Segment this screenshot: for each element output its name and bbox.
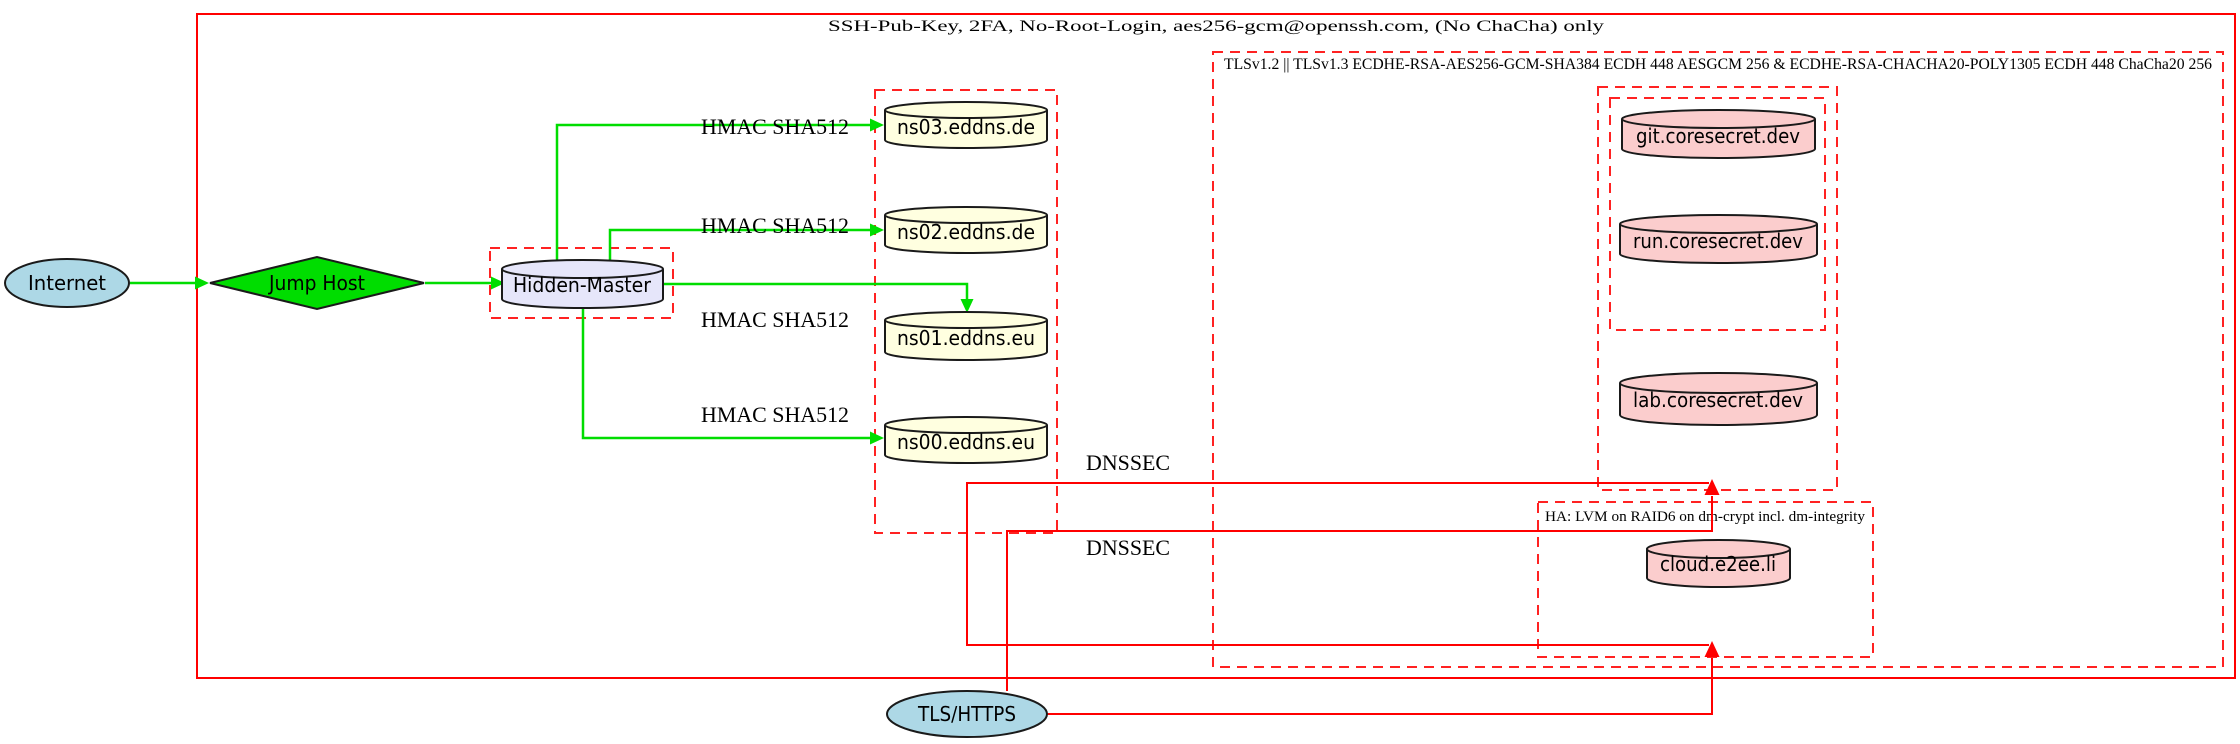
internet-ellipse bbox=[4, 258, 130, 308]
ns00-cylinder bbox=[884, 416, 1048, 464]
edge-label-hmac-3: HMAC SHA512 bbox=[701, 307, 849, 332]
edge-nameservers-to-ha bbox=[966, 533, 1709, 646]
node-lab: lab.coresecret.dev bbox=[1619, 372, 1818, 426]
node-run: run.coresecret.dev bbox=[1619, 214, 1818, 264]
edge-label-hmac-1: HMAC SHA512 bbox=[701, 114, 849, 139]
node-internet: Internet bbox=[4, 258, 130, 308]
node-hidden-master: Hidden-Master bbox=[501, 259, 664, 309]
edge-jumphost-to-hiddenmaster bbox=[425, 276, 505, 290]
edge-label-dnssec-2: DNSSEC bbox=[1086, 535, 1170, 560]
edge-internet-to-jumphost bbox=[130, 276, 209, 290]
node-ns03: ns03.eddns.de bbox=[884, 101, 1048, 149]
node-ns01-label: ns01.eddns.eu bbox=[897, 326, 1035, 350]
node-tls-https: TLS/HTTPS bbox=[886, 690, 1048, 738]
edge-hiddenmaster-to-ns01 bbox=[663, 282, 974, 313]
cloud-cylinder-rim bbox=[1646, 548, 1791, 559]
node-ns00-label: ns00.eddns.eu bbox=[897, 430, 1035, 454]
lab-cylinder-rim bbox=[1619, 382, 1818, 394]
arrowhead-up-icon bbox=[1704, 641, 1720, 657]
arrowhead-right-icon bbox=[870, 431, 884, 445]
run-cylinder-rim bbox=[1619, 223, 1818, 234]
node-hidden-master-label: Hidden-Master bbox=[513, 273, 652, 297]
node-cloud: cloud.e2ee.li bbox=[1646, 539, 1791, 588]
tls-https-ellipse bbox=[886, 690, 1048, 738]
edge-hiddenmaster-to-ns00 bbox=[581, 308, 884, 445]
cluster-coresecret-outer bbox=[1597, 86, 1838, 491]
cluster-tls-boundary bbox=[1212, 51, 2224, 668]
cluster-ha-storage-label: HA: LVM on RAID6 on dm-crypt incl. dm-in… bbox=[1545, 509, 1866, 525]
node-internet-label: Internet bbox=[28, 271, 106, 295]
ns03-cylinder bbox=[884, 101, 1048, 149]
node-jump-host-label: Jump Host bbox=[267, 271, 365, 295]
node-jump-host: Jump Host bbox=[209, 255, 425, 311]
ns00-cylinder-rim bbox=[884, 424, 1048, 434]
arrowhead-right-icon bbox=[870, 118, 884, 132]
cluster-tls-boundary-label: TLSv1.2 || TLSv1.3 ECDHE-RSA-AES256-GCM-… bbox=[1224, 56, 2212, 73]
cluster-ssh-boundary-label: SSH-Pub-Key, 2FA, No-Root-Login, aes256-… bbox=[828, 18, 1604, 35]
jump-host-diamond bbox=[209, 255, 425, 311]
arrowhead-right-icon bbox=[195, 276, 209, 290]
edge-hiddenmaster-to-ns02 bbox=[608, 223, 884, 262]
node-ns00: ns00.eddns.eu bbox=[884, 416, 1048, 464]
node-ns02: ns02.eddns.de bbox=[884, 206, 1048, 254]
cloud-cylinder bbox=[1646, 539, 1791, 588]
git-cylinder-rim bbox=[1621, 118, 1816, 129]
hidden-master-cylinder-rim bbox=[501, 268, 664, 279]
cluster-ssh-boundary bbox=[196, 13, 2236, 679]
edge-tls-to-coresecret bbox=[1006, 479, 1720, 691]
ns03-cylinder-rim bbox=[884, 109, 1048, 119]
ns01-cylinder-rim bbox=[884, 319, 1048, 329]
cluster-ha-storage bbox=[1537, 501, 1874, 658]
ns01-cylinder bbox=[884, 311, 1048, 361]
ns02-cylinder-rim bbox=[884, 214, 1048, 224]
node-lab-label: lab.coresecret.dev bbox=[1633, 388, 1803, 412]
node-run-label: run.coresecret.dev bbox=[1633, 229, 1803, 253]
lab-cylinder bbox=[1619, 372, 1818, 426]
ns02-cylinder bbox=[884, 206, 1048, 254]
edge-tls-to-ha bbox=[1047, 641, 1720, 715]
run-cylinder bbox=[1619, 214, 1818, 264]
edge-nameservers-to-coresecret bbox=[966, 482, 1709, 533]
node-cloud-label: cloud.e2ee.li bbox=[1660, 552, 1776, 576]
hidden-master-cylinder bbox=[501, 259, 664, 309]
node-git: git.coresecret.dev bbox=[1621, 109, 1816, 159]
edge-label-hmac-4: HMAC SHA512 bbox=[701, 402, 849, 427]
git-cylinder bbox=[1621, 109, 1816, 159]
arrowhead-down-icon bbox=[960, 299, 974, 313]
node-ns03-label: ns03.eddns.de bbox=[897, 115, 1035, 139]
node-git-label: git.coresecret.dev bbox=[1636, 124, 1800, 148]
edge-label-hmac-2: HMAC SHA512 bbox=[701, 213, 849, 238]
edge-hiddenmaster-to-ns03 bbox=[555, 118, 884, 262]
node-ns02-label: ns02.eddns.de bbox=[897, 220, 1035, 244]
node-ns01: ns01.eddns.eu bbox=[884, 311, 1048, 361]
arrowhead-right-icon bbox=[870, 223, 884, 237]
edge-label-dnssec-1: DNSSEC bbox=[1086, 450, 1170, 475]
cluster-coresecret-inner bbox=[1609, 97, 1826, 331]
arrowhead-right-icon bbox=[491, 276, 505, 290]
node-tls-https-label: TLS/HTTPS bbox=[917, 702, 1016, 726]
cluster-hidden-master bbox=[489, 247, 674, 319]
arrowhead-up-icon bbox=[1704, 479, 1720, 495]
